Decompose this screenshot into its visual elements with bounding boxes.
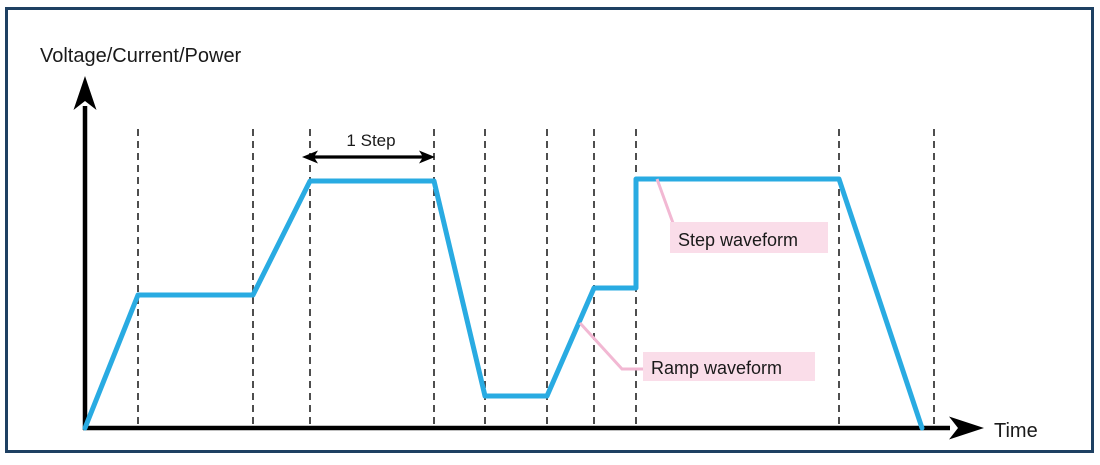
y-axis-arrowhead: [73, 76, 97, 110]
y-axis-label: Voltage/Current/Power: [40, 45, 242, 67]
ramp-callout-label: Ramp waveform: [651, 358, 782, 378]
waveform-line: [82, 176, 925, 431]
gridlines: [137, 129, 935, 427]
step-callout-leader-line: [655, 178, 675, 224]
ramp-callout-leader-line: [578, 321, 643, 371]
ramp-callout-box: [643, 352, 815, 381]
one-step-arrow: [302, 150, 435, 164]
diagram-frame: [5, 7, 1094, 453]
one-step-arrowhead-right: [419, 150, 435, 164]
one-step-arrowhead-left: [302, 150, 318, 164]
step-callout-box: [670, 222, 828, 253]
x-axis-label: Time: [994, 420, 1038, 442]
one-step-label: 1 Step: [346, 131, 395, 150]
x-axis-arrowhead: [949, 416, 984, 440]
step-callout-label: Step waveform: [678, 230, 798, 250]
